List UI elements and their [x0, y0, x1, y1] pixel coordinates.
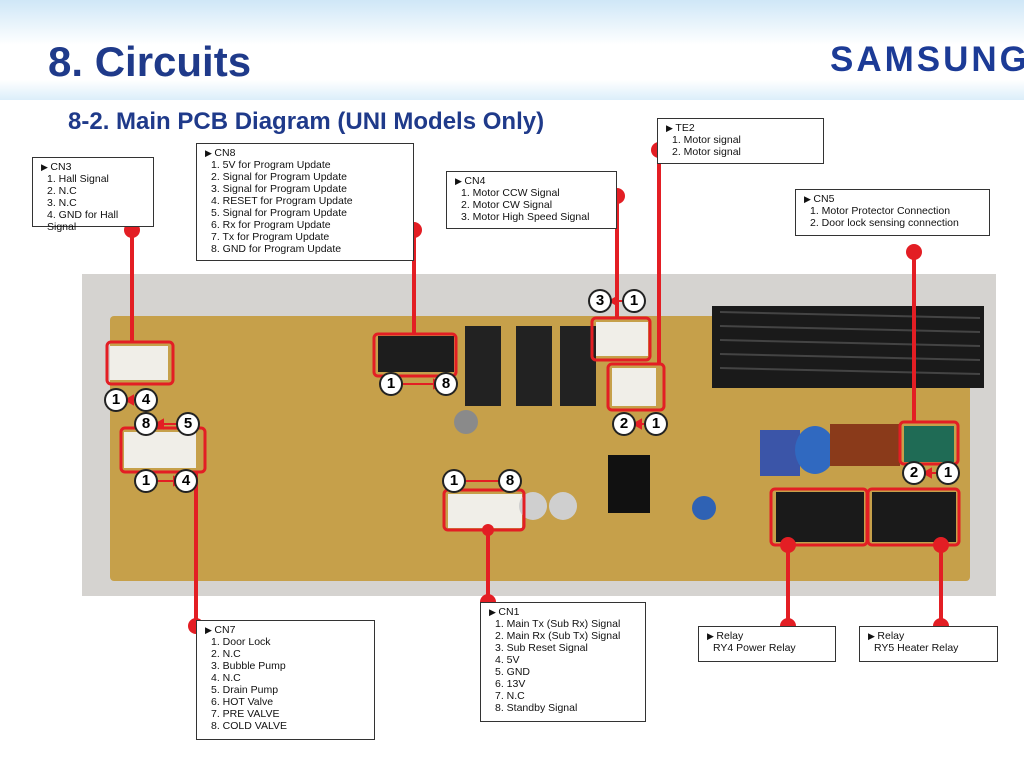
capacitor — [454, 410, 478, 434]
callout-cn3: CN3 1. Hall Signal 2. N.C 3. N.C 4. GND … — [32, 157, 154, 233]
callout-ry4-head: Relay — [707, 630, 827, 642]
callout-cn7: CN7 1. Door Lock 2. N.C 3. Bubble Pump 4… — [196, 620, 375, 740]
blue-disc — [795, 426, 835, 474]
callout-cn5-head: CN5 — [804, 193, 981, 205]
callout-cn8-item: 3. Signal for Program Update — [211, 183, 347, 195]
connector-cn8 — [378, 336, 454, 372]
pin-label-cn3-4: 4 — [136, 390, 156, 410]
callout-te2-item: 1. Motor signal — [672, 134, 741, 146]
blue-capacitor — [760, 430, 800, 476]
pin-label-te2-1: 1 — [646, 414, 666, 434]
pin-label-cn4-3: 3 — [590, 291, 610, 311]
callout-cn5-item: 2. Door lock sensing connection — [810, 217, 959, 229]
connector-cn1 — [448, 494, 522, 528]
callout-te2-item: 2. Motor signal — [672, 146, 741, 158]
callout-ry4: Relay RY4 Power Relay — [698, 626, 836, 662]
pin-label-cn3-1: 1 — [106, 390, 126, 410]
callout-cn5: CN5 1. Motor Protector Connection 2. Doo… — [795, 189, 990, 236]
callout-cn8-item: 8. GND for Program Update — [211, 243, 342, 255]
callout-cn3-item: 4. GND for Hall Signal — [47, 209, 119, 233]
connector-cn3 — [110, 346, 168, 380]
page-title: 8. Circuits — [48, 38, 252, 85]
callout-cn1-item: 4. 5V — [495, 654, 520, 666]
pin-label-cn1-8: 8 — [500, 471, 520, 491]
callout-cn8-head: CN8 — [205, 147, 405, 159]
capacitor — [519, 492, 547, 520]
relay-block-3 — [560, 326, 596, 406]
callout-cn1-item: 8. Standby Signal — [495, 702, 578, 714]
callout-cn8: CN8 1. 5V for Program Update 2. Signal f… — [196, 143, 414, 261]
callout-ry4-item: RY4 Power Relay — [713, 642, 796, 654]
callout-te2: TE2 1. Motor signal 2. Motor signal — [657, 118, 824, 164]
pin-label-cn5-1: 1 — [938, 463, 958, 483]
callout-cn1-item: 1. Main Tx (Sub Rx) Signal — [495, 618, 621, 630]
copper-coil — [830, 424, 900, 466]
callout-cn3-item: 2. N.C — [47, 185, 77, 197]
pin-label-cn8-8: 8 — [436, 374, 456, 394]
callout-cn4-item: 3. Motor High Speed Signal — [461, 211, 590, 223]
leader-lines — [130, 150, 943, 626]
pin-label-cn7-8: 8 — [136, 414, 156, 434]
relay-block-2 — [516, 326, 552, 406]
callout-cn7-head: CN7 — [205, 624, 366, 636]
callout-cn1-item: 6. 13V — [495, 678, 526, 690]
callout-cn7-item: 5. Drain Pump — [211, 684, 279, 696]
callout-ry5: Relay RY5 Heater Relay — [859, 626, 998, 662]
callout-cn1-head: CN1 — [489, 606, 637, 618]
transformer — [608, 455, 650, 513]
callout-cn3-item: 3. N.C — [47, 197, 77, 209]
pin-label-cn4-1: 1 — [624, 291, 644, 311]
callout-cn4-item: 1. Motor CCW Signal — [461, 187, 560, 199]
callout-cn4-item: 2. Motor CW Signal — [461, 199, 553, 211]
pin-label-cn7-1: 1 — [136, 471, 156, 491]
callout-ry5-head: Relay — [868, 630, 989, 642]
connector-cn4 — [596, 322, 648, 356]
heatsink — [712, 306, 984, 388]
pin-label-cn1-1: 1 — [444, 471, 464, 491]
relay-ry4 — [776, 492, 864, 542]
pin-label-cn8-1: 1 — [381, 374, 401, 394]
callout-cn8-item: 1. 5V for Program Update — [211, 159, 331, 171]
connector-cn7 — [124, 432, 196, 468]
capacitor — [692, 496, 716, 520]
pin-label-cn5-2: 2 — [904, 463, 924, 483]
callout-cn7-item: 8. COLD VALVE — [211, 720, 288, 732]
callout-te2-head: TE2 — [666, 122, 815, 134]
callout-cn1-item: 2. Main Rx (Sub Tx) Signal — [495, 630, 621, 642]
pin-label-cn7-4: 4 — [176, 471, 196, 491]
callout-cn7-item: 6. HOT Valve — [211, 696, 274, 708]
diagram-subtitle: 8-2. Main PCB Diagram (UNI Models Only) — [68, 108, 545, 135]
pin-label-cn7-5: 5 — [178, 414, 198, 434]
callout-cn5-item: 1. Motor Protector Connection — [810, 205, 951, 217]
callout-cn1: CN1 1. Main Tx (Sub Rx) Signal 2. Main R… — [480, 602, 646, 722]
relay-ry5 — [872, 492, 956, 542]
callout-cn1-item: 5. GND — [495, 666, 531, 678]
callout-cn7-item: 7. PRE VALVE — [211, 708, 280, 720]
callout-cn3-item: 1. Hall Signal — [47, 173, 109, 185]
header-banner — [0, 0, 1024, 100]
callout-cn4: CN4 1. Motor CCW Signal 2. Motor CW Sign… — [446, 171, 617, 229]
callout-cn7-item: 1. Door Lock — [211, 636, 271, 648]
pin-label-te2-2: 2 — [614, 414, 634, 434]
callout-cn4-head: CN4 — [455, 175, 608, 187]
callout-cn8-item: 2. Signal for Program Update — [211, 171, 347, 183]
callout-cn8-item: 7. Tx for Program Update — [211, 231, 330, 243]
callout-cn7-item: 3. Bubble Pump — [211, 660, 286, 672]
callout-cn8-item: 4. RESET for Program Update — [211, 195, 353, 207]
callout-ry5-item: RY5 Heater Relay — [874, 642, 959, 654]
callout-cn7-item: 4. N.C — [211, 672, 241, 684]
samsung-logo: SAMSUNG — [830, 40, 1024, 79]
connector-cn5 — [904, 426, 954, 462]
callout-cn7-item: 2. N.C — [211, 648, 241, 660]
callout-cn3-head: CN3 — [41, 161, 145, 173]
connector-te2 — [612, 368, 656, 406]
callout-cn1-item: 3. Sub Reset Signal — [495, 642, 588, 654]
callout-cn1-item: 7. N.C — [495, 690, 525, 702]
relay-block-1 — [465, 326, 501, 406]
capacitor — [549, 492, 577, 520]
callout-cn8-item: 6. Rx for Program Update — [211, 219, 331, 231]
callout-cn8-item: 5. Signal for Program Update — [211, 207, 347, 219]
